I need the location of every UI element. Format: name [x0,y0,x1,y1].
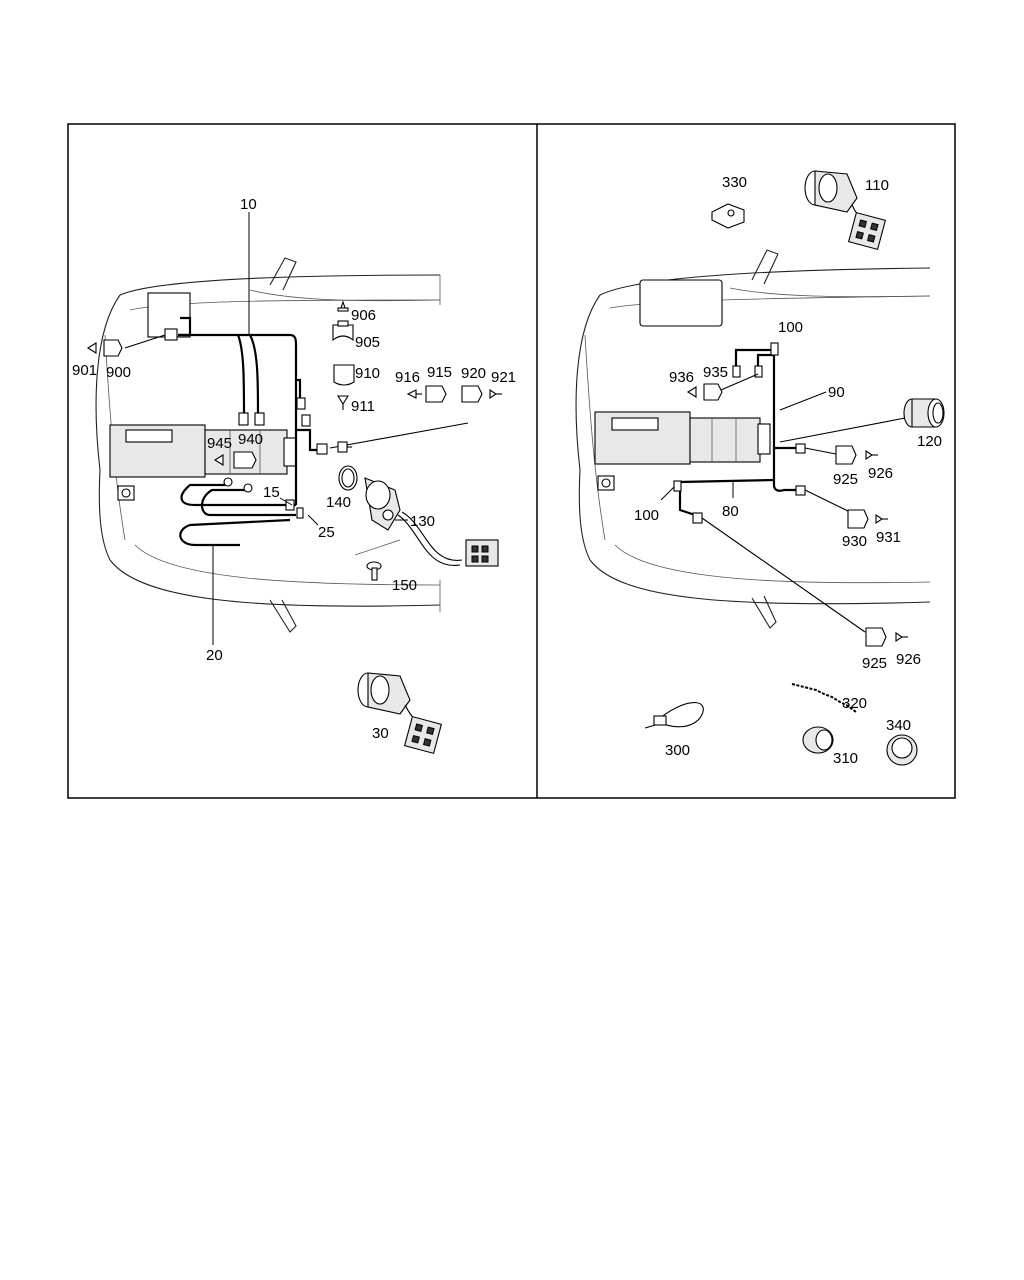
callout-900: 900 [106,364,131,381]
callout-310: 310 [833,750,858,767]
grommet-310 [802,726,834,754]
callout-120: 120 [917,433,942,450]
callout-930: 930 [842,533,867,550]
callout-15: 15 [263,484,280,501]
connector-925-926-upper [835,445,878,465]
connector-900-901 [86,339,123,357]
plug-340 [886,734,918,766]
callout-926-lower: 926 [896,651,921,668]
callout-915: 915 [427,364,452,381]
callout-931: 931 [876,529,901,546]
callout-926-upper: 926 [868,465,893,482]
callout-110: 110 [865,177,889,194]
cap-120 [903,398,945,428]
motor-body-right [594,411,771,465]
connector-935-936 [686,383,723,401]
callout-905: 905 [355,334,380,351]
wiring-harness-80 [673,478,866,633]
connector-920-921 [461,385,502,403]
connector-910-911 [333,364,355,410]
diagram-frame [67,123,956,799]
connector-915-916 [406,385,447,403]
callout-300: 300 [665,742,690,759]
screw-150 [366,561,382,581]
leader-lines-right [660,391,827,501]
callout-911: 911 [351,398,375,415]
callout-925-upper: 925 [833,471,858,488]
callout-920: 920 [461,365,486,382]
motor-body-left [109,424,297,478]
wiring-harness-20 [179,477,304,547]
callout-100-lower: 100 [634,507,659,524]
callout-labels-right: 330 110 100 936 935 90 120 925 926 100 8… [634,174,942,767]
right-panel: 330 110 100 936 935 90 120 925 926 100 8… [575,170,945,767]
callout-936: 936 [669,369,694,386]
wiring-harness-90 [720,342,906,513]
callout-labels-left: 10 906 905 910 911 916 915 920 921 901 9… [72,196,516,742]
callout-90: 90 [828,384,845,401]
bracket-330 [711,203,745,229]
callout-20: 20 [206,647,223,664]
callout-921: 921 [491,369,516,386]
callout-901: 901 [72,362,97,379]
left-panel: 10 906 905 910 911 916 915 920 921 901 9… [72,196,516,755]
leader-lines-left [212,212,408,645]
callout-30: 30 [372,725,389,742]
callout-935: 935 [703,364,728,381]
vehicle-front-outline-right [575,249,931,629]
connector-905-906 [332,300,354,342]
cable-tie-300 [644,702,704,729]
tape-320 [791,683,857,713]
callout-916: 916 [395,369,420,386]
callout-340: 340 [886,717,911,734]
callout-140: 140 [326,494,351,511]
callout-940: 940 [238,431,263,448]
callout-925-lower: 925 [862,655,887,672]
callout-330: 330 [722,174,747,191]
callout-906: 906 [351,307,376,324]
callout-130: 130 [410,513,435,530]
callout-80: 80 [722,503,739,520]
callout-10: 10 [240,196,257,213]
sensor-130 [338,465,499,567]
sensor-30 [357,672,443,755]
callout-150: 150 [392,577,417,594]
callout-320: 320 [842,695,867,712]
connector-930-931 [847,509,888,529]
wiring-harness-10 [124,316,469,505]
callout-25: 25 [318,524,335,541]
sensor-110 [804,170,887,251]
connector-925-926-lower [865,627,908,647]
callout-910: 910 [355,365,380,382]
callout-945: 945 [207,435,232,452]
callout-100-upper: 100 [778,319,803,336]
connector-940-945 [213,451,257,469]
